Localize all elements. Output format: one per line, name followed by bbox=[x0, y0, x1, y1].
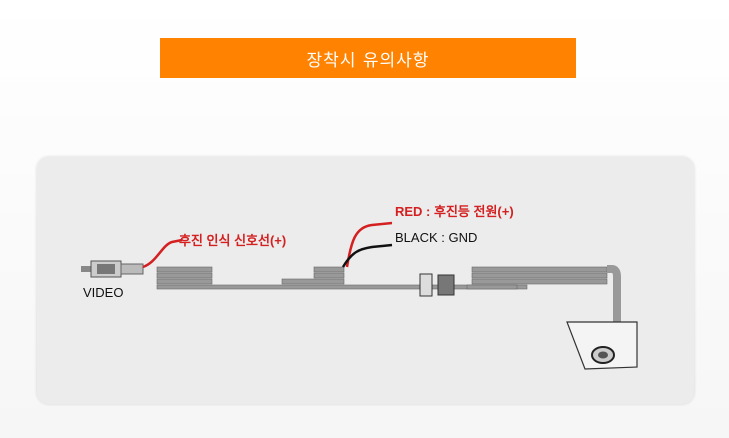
reverse-signal-label: 후진 인식 신호선(+) bbox=[179, 233, 287, 248]
cable-connector-icon bbox=[419, 273, 455, 297]
wiring-diagram-card: VIDEO 후진 인식 신호선(+) RED : 후진등 전원(+) BLACK… bbox=[37, 157, 694, 404]
rear-camera-icon bbox=[566, 321, 638, 370]
cable-bundle bbox=[156, 266, 608, 290]
reverse-signal-wire bbox=[142, 238, 183, 269]
black-gnd-wire bbox=[341, 243, 393, 268]
black-wire-label: BLACK : GND bbox=[395, 230, 478, 245]
banner-title: 장착시 유의사항 bbox=[306, 50, 430, 71]
red-wire-label: RED : 후진등 전원(+) bbox=[395, 204, 514, 219]
notice-banner: 장착시 유의사항 bbox=[160, 38, 576, 78]
video-label: VIDEO bbox=[83, 285, 124, 300]
wiring-diagram bbox=[81, 221, 638, 370]
rca-video-plug-icon bbox=[81, 260, 144, 278]
